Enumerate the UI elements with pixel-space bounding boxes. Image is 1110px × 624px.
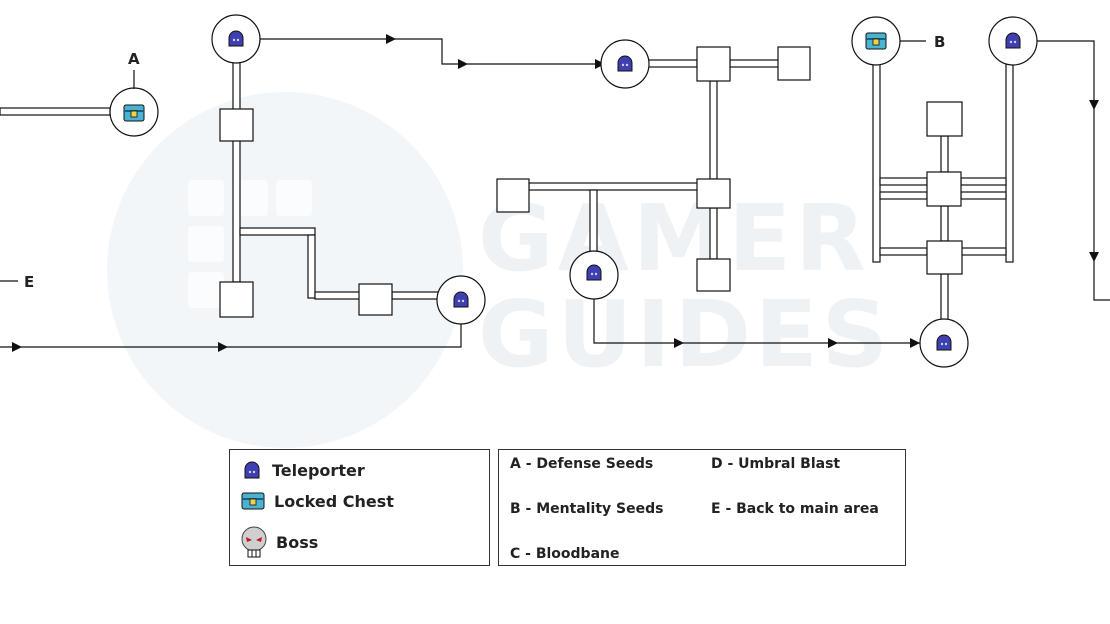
legend-symbols: Teleporter Locked Chest Boss (229, 449, 490, 566)
boss-skull-icon (241, 526, 267, 558)
legend-item-boss: Boss (240, 526, 318, 558)
teleporter-icon (228, 30, 244, 47)
corridors (0, 46, 1014, 321)
legend-note-d: D - Umbral Blast (711, 456, 841, 472)
locked-chest-icon (123, 104, 145, 122)
locked-chest-icon (241, 492, 265, 510)
marker-a: A (128, 50, 140, 68)
watermark-line1: GAMER (478, 185, 870, 292)
marker-labels: A B E (0, 33, 945, 291)
legend-label-locked-chest: Locked Chest (274, 491, 394, 511)
teleporter-icon (244, 461, 260, 479)
legend-item-locked-chest: Locked Chest (240, 490, 394, 512)
watermark-line2: GUIDES (478, 281, 892, 388)
teleporter-icon (453, 291, 469, 308)
teleporter-icon (586, 264, 602, 281)
route-lines (0, 38, 1110, 348)
marker-b: B (934, 33, 945, 51)
legend-note-a: A - Defense Seeds (510, 456, 654, 472)
teleporter-icon (936, 334, 952, 351)
legend-label-teleporter: Teleporter (272, 460, 365, 480)
locked-chest-icon (865, 32, 887, 50)
legend-note-c: C - Bloodbane (510, 546, 620, 562)
legend-item-teleporter: Teleporter (240, 458, 365, 482)
legend-note-b: B - Mentality Seeds (510, 501, 664, 517)
legend-notes: A - Defense Seeds D - Umbral Blast B - M… (498, 449, 906, 566)
watermark: GAMER GUIDES (107, 92, 892, 448)
teleporter-icon (1005, 32, 1021, 49)
teleporter-icon (617, 55, 633, 72)
legend-note-e: E - Back to main area (711, 501, 879, 517)
legend-label-boss: Boss (276, 532, 319, 552)
marker-e: E (24, 273, 34, 291)
